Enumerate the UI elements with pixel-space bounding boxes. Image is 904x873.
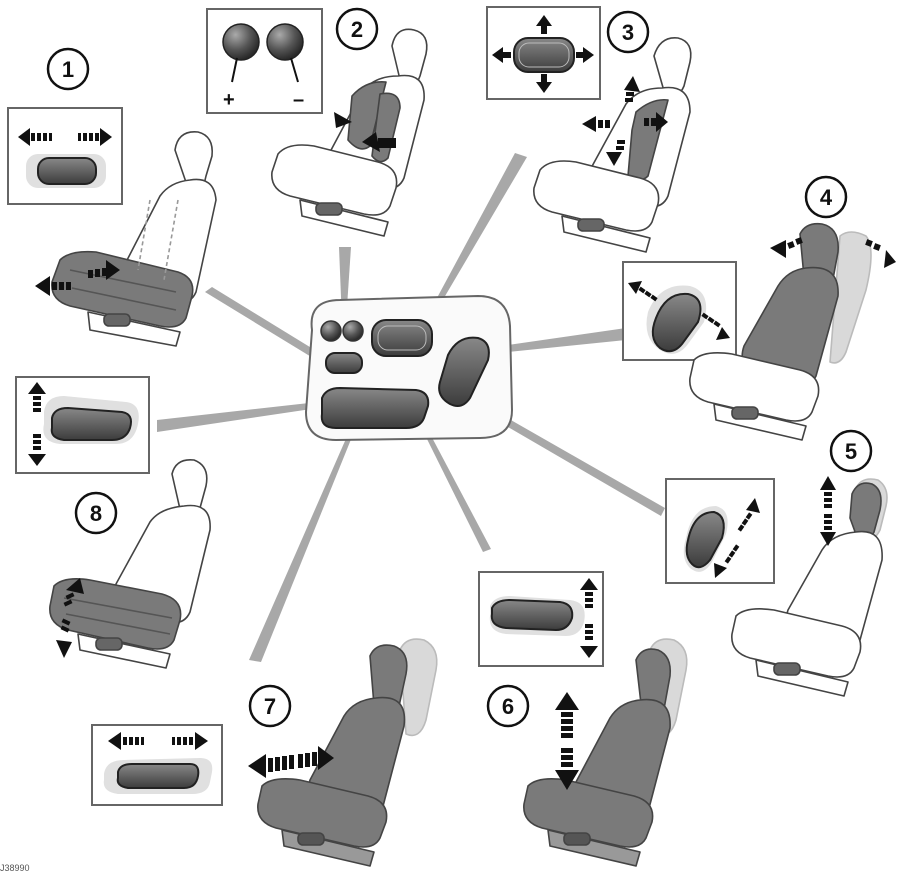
seat-illustration-6 <box>524 639 687 866</box>
pointer-8 <box>157 402 318 432</box>
callout-7: 7 <box>250 686 290 726</box>
callout-8-label: 8 <box>90 501 102 526</box>
headrest-updown-arrows-icon <box>820 476 836 546</box>
callout-6: 6 <box>488 686 528 726</box>
callout-2: 2 <box>337 9 377 49</box>
cushion-tilt-switch <box>52 408 131 440</box>
seat-illustration-7 <box>248 639 437 866</box>
callout-8: 8 <box>76 493 116 533</box>
callout-1: 1 <box>48 49 88 89</box>
lumbar-joystick-switch[interactable] <box>372 320 432 356</box>
inset-height <box>479 572 603 666</box>
lumbar-minus-knob[interactable] <box>343 321 363 341</box>
lumbar-plus-label: + <box>223 89 235 111</box>
inset-seat-slide <box>92 725 222 805</box>
callout-5-label: 5 <box>845 439 857 464</box>
pointer-7 <box>249 425 356 662</box>
callout-3-label: 3 <box>622 20 634 45</box>
callout-2-label: 2 <box>351 17 363 42</box>
inset-cushion-tilt <box>16 377 149 473</box>
callout-5: 5 <box>831 431 871 471</box>
callout-1-label: 1 <box>62 57 74 82</box>
inset-backrest-recline <box>623 262 736 360</box>
pointer-1 <box>205 287 318 358</box>
callout-6-label: 6 <box>502 694 514 719</box>
lumbar-plus-knob[interactable] <box>321 321 341 341</box>
height-updown-arrows-icon <box>555 692 579 790</box>
seat-illustration-8 <box>50 460 210 668</box>
callout-7-label: 7 <box>264 694 276 719</box>
inset-fore-aft <box>8 108 122 204</box>
inset-lumbar-joystick <box>487 7 600 99</box>
reference-code: J38990 <box>0 863 30 873</box>
pointer-6 <box>424 430 491 552</box>
inset-lumbar-buttons: + – <box>207 9 322 113</box>
seat-base-switch[interactable] <box>322 388 428 428</box>
callout-4-label: 4 <box>820 185 833 210</box>
callout-4: 4 <box>806 177 846 217</box>
callout-3: 3 <box>608 12 648 52</box>
cushion-tilt-switch[interactable] <box>326 353 362 373</box>
fore-aft-switch <box>38 158 96 184</box>
central-switch-panel <box>306 296 512 440</box>
inset-headrest <box>666 479 774 583</box>
height-switch <box>492 600 572 630</box>
lumbar-minus-label: – <box>293 89 304 111</box>
seat-slide-switch <box>118 764 199 788</box>
pointer-5 <box>484 407 665 516</box>
